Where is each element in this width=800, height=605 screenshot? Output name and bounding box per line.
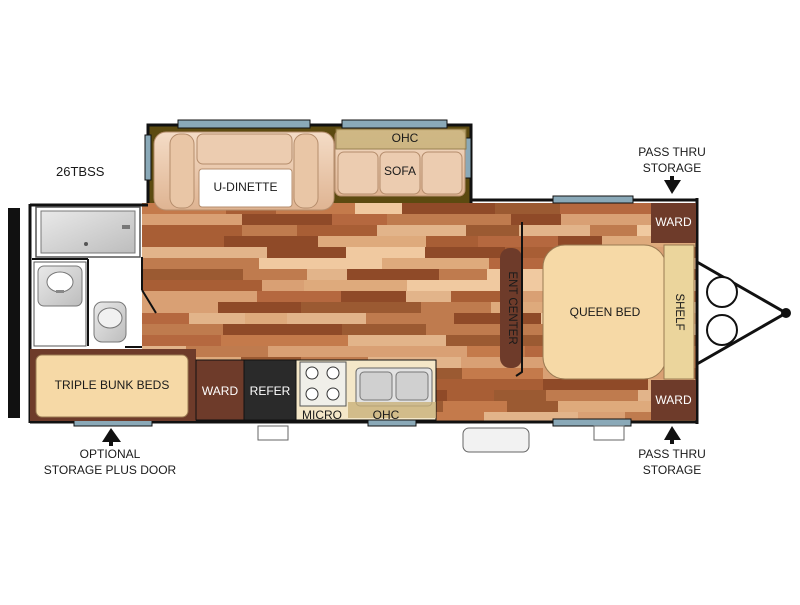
bathroom xyxy=(32,206,157,348)
u-dinette xyxy=(153,131,335,211)
micro-label: MICRO xyxy=(302,408,342,422)
pass-thru-arrows xyxy=(102,176,681,446)
triple-bunk-beds xyxy=(30,349,196,421)
ward-bunk-label: WARD xyxy=(201,384,239,398)
ent-center-label: ENT CENTER xyxy=(506,271,518,345)
model-label: 26TBSS xyxy=(56,164,105,179)
pass-thru-top-line1: PASS THRU xyxy=(638,145,706,159)
u-dinette-label: U-DINETTE xyxy=(213,180,278,194)
sofa-label: SOFA xyxy=(383,164,416,178)
trailer-walls xyxy=(8,195,699,427)
triple-bunk-beds-label: TRIPLE BUNK BEDS xyxy=(54,378,170,392)
ward-top-label: WARD xyxy=(655,215,692,229)
pass-thru-bottom-line1: PASS THRU xyxy=(638,447,706,461)
kitchen xyxy=(195,359,437,421)
ohc-top-label: OHC xyxy=(391,131,419,145)
queen-bed-label: QUEEN BED xyxy=(569,305,641,319)
refer-label: REFER xyxy=(249,384,291,398)
pass-thru-top-line2: STORAGE xyxy=(642,161,702,175)
ent-center xyxy=(500,222,523,377)
shelf-label: SHELF xyxy=(673,293,685,331)
optional-storage-line2: STORAGE PLUS DOOR xyxy=(43,463,177,477)
ohc-kitchen-label: OHC xyxy=(372,408,400,422)
ward-bottom-label: WARD xyxy=(655,393,692,407)
queen-bed xyxy=(542,203,696,420)
pass-thru-bottom-line2: STORAGE xyxy=(642,463,702,477)
sofa xyxy=(334,128,467,197)
tongue-hitch xyxy=(696,260,791,366)
entry-steps xyxy=(257,425,625,453)
optional-storage-line1: OPTIONAL xyxy=(79,447,141,461)
